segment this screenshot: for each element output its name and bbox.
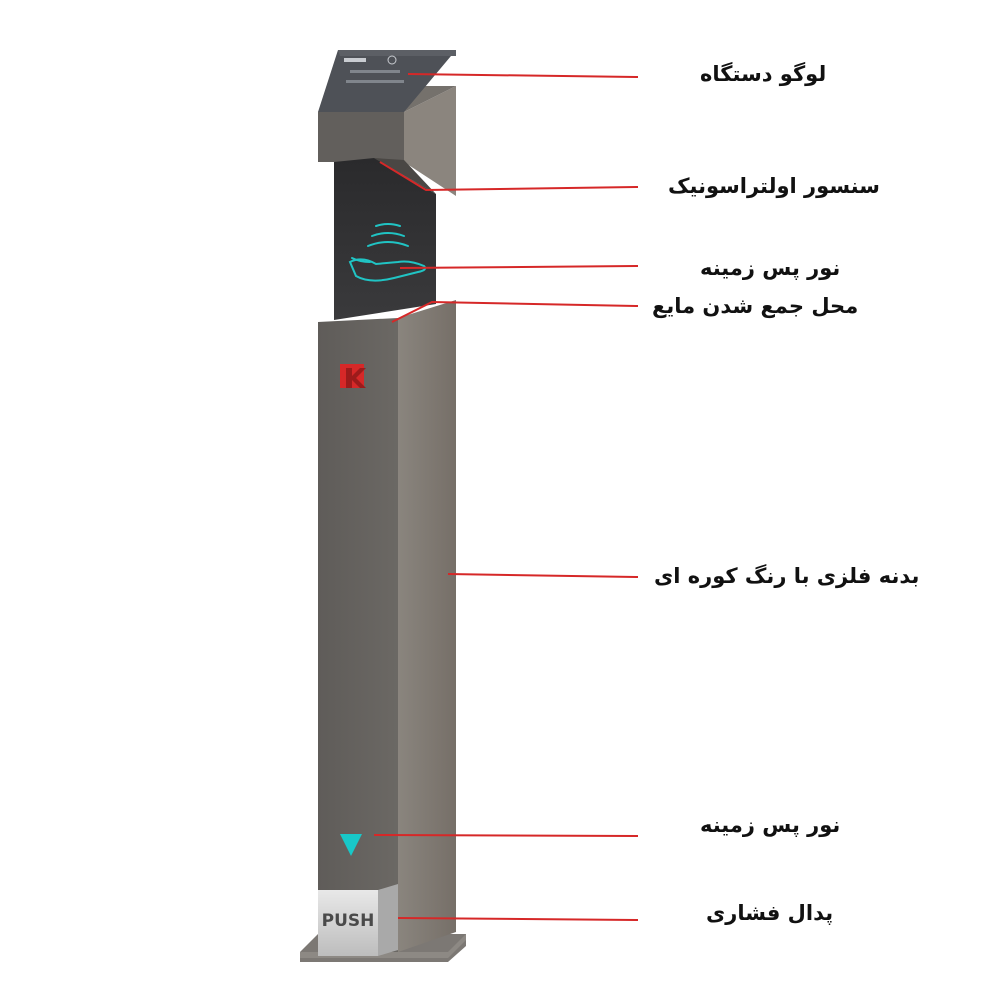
push-label: PUSH xyxy=(322,911,375,931)
sensor-window xyxy=(334,158,436,320)
leader-line-drip xyxy=(391,300,639,323)
label-backlight-top: نور پس زمینه xyxy=(700,256,841,280)
label-device-logo: لوگو دستگاه xyxy=(700,62,827,86)
leader-line-logo xyxy=(407,73,639,78)
leader-line-backlight-bottom xyxy=(373,834,639,837)
leader-lines xyxy=(373,73,639,921)
leader-line-backlight-top xyxy=(399,265,639,269)
label-backlight-bottom: نور پس زمینه xyxy=(700,813,841,837)
brand-logo xyxy=(340,364,366,388)
label-push-pedal: پدال فشاری xyxy=(706,901,834,925)
leader-line-sensor xyxy=(379,161,639,192)
logo-panel xyxy=(318,50,456,112)
label-liquid-collection: محل جمع شدن مایع xyxy=(652,294,859,318)
label-metal-body: بدنه فلزی با رنگ کوره ای xyxy=(654,564,920,588)
backlight-triangle-icon xyxy=(340,834,362,856)
lower-body xyxy=(318,300,456,952)
leader-line-body xyxy=(447,573,639,578)
leader-line-pedal xyxy=(397,917,639,921)
push-pedal[interactable]: PUSH xyxy=(318,884,398,956)
label-ultrasonic-sensor: سنسور اولتراسونیک xyxy=(668,174,880,198)
hand-wave-icon xyxy=(348,223,427,282)
